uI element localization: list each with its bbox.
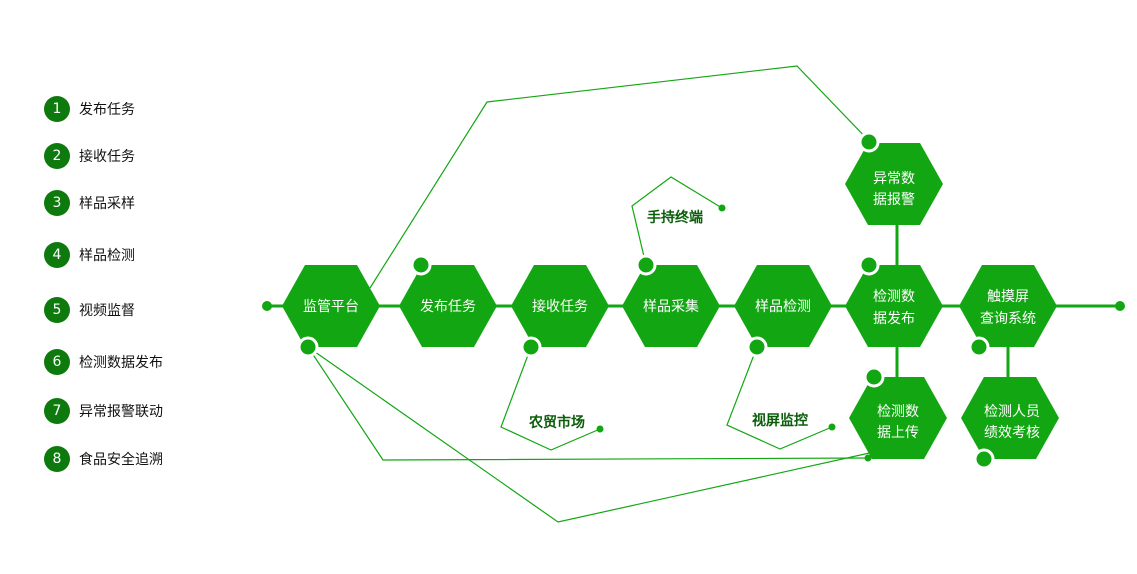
marker-dot bbox=[858, 131, 880, 153]
hex-label-receive: 接收任务 bbox=[532, 298, 588, 315]
hex-label-release-line2: 据发布 bbox=[873, 311, 915, 327]
hex-sample-collect bbox=[622, 265, 720, 347]
endpoint-dots bbox=[262, 204, 1125, 462]
loop-platform-to-alarm bbox=[369, 65, 871, 289]
legend-item-7: 7 异常报警联动 bbox=[44, 397, 163, 425]
loop-end-dot bbox=[864, 454, 872, 462]
marker-dot bbox=[635, 254, 657, 276]
legend-item-2: 2 接收任务 bbox=[44, 142, 135, 170]
callout-video-monitor: 视屏监控 bbox=[752, 412, 808, 429]
marker-dot bbox=[863, 366, 885, 388]
legend-number-badge: 2 bbox=[44, 143, 70, 169]
hex-label-touch-line2: 查询系统 bbox=[980, 311, 1036, 327]
hex-label-detect: 样品检测 bbox=[755, 299, 811, 315]
legend-number-badge: 8 bbox=[44, 446, 70, 472]
legend-label: 食品安全追溯 bbox=[79, 452, 163, 468]
hex-label-upload-line2: 据上传 bbox=[877, 425, 919, 441]
legend-number-badge: 1 bbox=[44, 96, 70, 122]
marker-dot bbox=[968, 336, 990, 358]
hex-abnormal-alarm bbox=[845, 143, 943, 225]
legend-label: 发布任务 bbox=[79, 102, 135, 118]
legend-label: 样品检测 bbox=[79, 248, 135, 264]
hex-label-upload-line1: 检测数 bbox=[877, 404, 919, 420]
callout-farmers-market: 农贸市场 bbox=[528, 414, 585, 431]
hex-receive-task bbox=[511, 265, 609, 347]
legend-number-badge: 7 bbox=[44, 398, 70, 424]
legend-label: 检测数据发布 bbox=[79, 355, 163, 371]
callout-line-market bbox=[500, 346, 601, 451]
marker-dot bbox=[746, 336, 768, 358]
callout-line-monitor bbox=[726, 346, 833, 450]
legend-number-badge: 3 bbox=[44, 190, 70, 216]
legend-item-5: 5 视频监督 bbox=[44, 296, 135, 324]
loop-platform-to-upload-lower bbox=[307, 346, 875, 523]
loop-platform-to-upload bbox=[307, 346, 869, 461]
hex-monitoring-platform bbox=[282, 265, 380, 347]
node-markers bbox=[297, 131, 995, 470]
hex-sample-detect bbox=[734, 265, 832, 347]
callout-labels: 手持终端 农贸市场 视屏监控 bbox=[528, 209, 808, 431]
marker-dot bbox=[973, 448, 995, 470]
callout-handheld-terminal: 手持终端 bbox=[647, 209, 703, 226]
legend-item-8: 8 食品安全追溯 bbox=[44, 445, 163, 473]
marker-dot bbox=[858, 254, 880, 276]
marker-dot bbox=[410, 254, 432, 276]
legend-item-6: 6 检测数据发布 bbox=[44, 348, 163, 376]
hex-label-alarm-line2: 据报警 bbox=[873, 192, 915, 208]
hex-label-touch-line1: 触摸屏 bbox=[987, 289, 1029, 305]
flow-start-dot bbox=[262, 301, 272, 311]
legend-item-1: 1 发布任务 bbox=[44, 95, 135, 123]
hex-label-kpi-line1: 检测人员 bbox=[984, 404, 1040, 420]
legend-label: 视频监督 bbox=[79, 303, 135, 319]
callout-line-handheld bbox=[631, 176, 723, 266]
legend-number-badge: 6 bbox=[44, 349, 70, 375]
callout-end-dot bbox=[718, 204, 726, 212]
marker-dot bbox=[297, 336, 319, 358]
hex-data-release bbox=[845, 265, 943, 347]
hexagon-group bbox=[282, 143, 1059, 459]
hex-label-release-line1: 检测数 bbox=[873, 289, 915, 305]
marker-dot bbox=[520, 336, 542, 358]
legend-item-3: 3 样品采样 bbox=[44, 189, 135, 217]
hex-data-upload bbox=[849, 377, 947, 459]
callout-end-dot bbox=[596, 425, 604, 433]
legend-list: 1 发布任务 2 接收任务 3 样品采样 4 样品检测 5 视频监督 6 检测数… bbox=[44, 0, 224, 574]
hex-publish-task bbox=[399, 265, 497, 347]
hex-label-alarm-line1: 异常数 bbox=[873, 171, 915, 187]
hex-labels: 监管平台 发布任务 接收任务 样品采集 样品检测 检测数 据发布 触摸屏 查询系… bbox=[303, 171, 1040, 441]
hex-touch-query bbox=[959, 265, 1057, 347]
legend-number-badge: 5 bbox=[44, 297, 70, 323]
hex-staff-kpi bbox=[961, 377, 1059, 459]
flow-end-dot bbox=[1115, 301, 1125, 311]
hex-label-collect: 样品采集 bbox=[643, 298, 699, 315]
hex-label-kpi-line2: 绩效考核 bbox=[984, 425, 1040, 441]
hex-label-platform: 监管平台 bbox=[303, 299, 359, 315]
callout-end-dot bbox=[828, 423, 836, 431]
legend-label: 接收任务 bbox=[79, 149, 135, 165]
legend-number-badge: 4 bbox=[44, 242, 70, 268]
legend-label: 异常报警联动 bbox=[79, 404, 163, 420]
legend-label: 样品采样 bbox=[79, 196, 135, 212]
legend-item-4: 4 样品检测 bbox=[44, 241, 135, 269]
hex-label-publish: 发布任务 bbox=[420, 299, 476, 315]
